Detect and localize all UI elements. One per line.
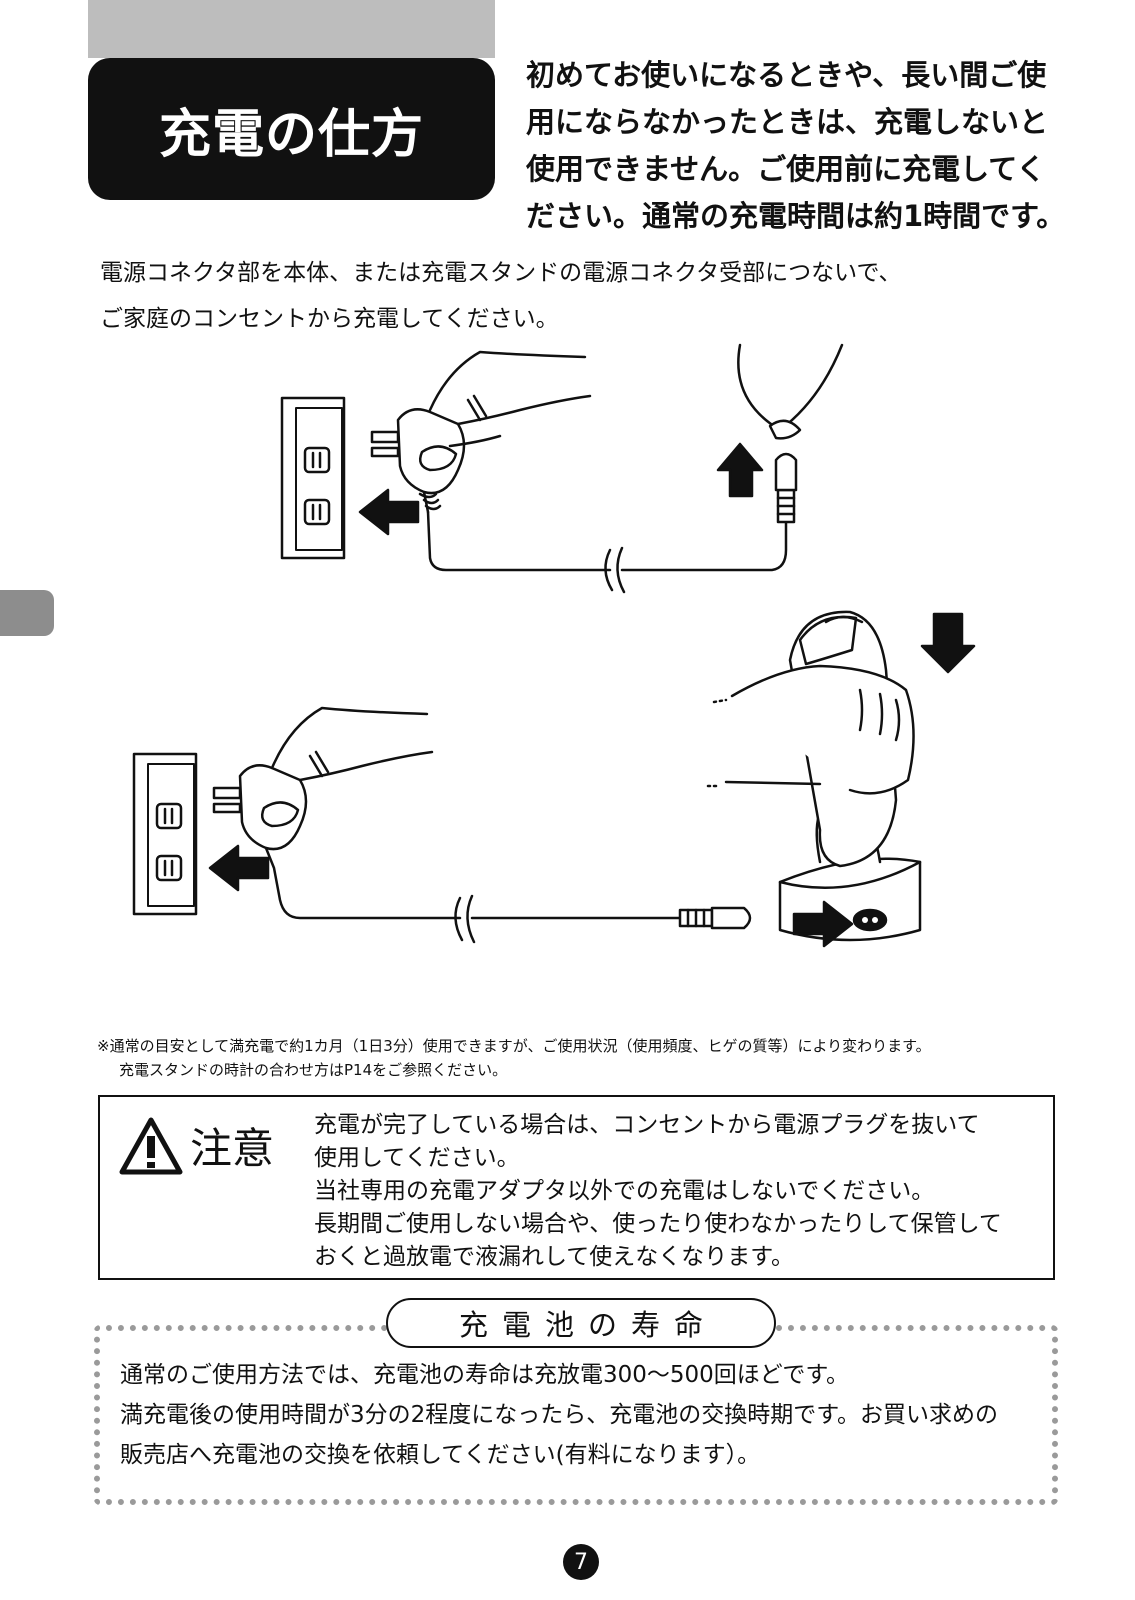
instruction-text: 電源コネクタ部を本体、または充電スタンドの電源コネクタ受部につないで、 ご家庭の… [100, 250, 1060, 342]
arrow-left-icon [358, 488, 420, 536]
adapter-plug-bottom [212, 764, 682, 920]
intro-line: ださい。通常の充電時間は約1時間です。 [526, 199, 1066, 233]
wall-outlet-bottom [132, 752, 198, 916]
battery-life-text: 通常のご使用方法では、充電池の寿命は充放電300〜500回ほどです。 満充電後の… [120, 1355, 1040, 1475]
intro-line: 用にならなかったときは、充電しないと [526, 105, 1049, 139]
usage-note: ※通常の目安として満充電で約1カ月（1日3分）使用できますが、ご使用状況（使用頻… [97, 1034, 1077, 1082]
chapter-side-tab [0, 590, 54, 636]
page-title: 充電の仕方 [158, 104, 424, 165]
warning-triangle-icon [119, 1117, 183, 1174]
arrow-right-icon [792, 900, 854, 948]
header-decoration-bar [88, 0, 495, 58]
battery-line: 通常のご使用方法では、充電池の寿命は充放電300〜500回ほどです。 [120, 1362, 850, 1388]
intro-line: 使用できません。ご使用前に充電してく [526, 152, 1046, 186]
battery-line: 満充電後の使用時間が3分の2程度になったら、充電池の交換時期です。お買い求めの [120, 1402, 998, 1428]
power-cord-top [426, 510, 788, 572]
caution-header: 注意 [118, 1115, 274, 1176]
battery-line: 販売店へ充電池の交換を依頼してください(有料になります）。 [120, 1442, 761, 1468]
page-number: 7 [563, 1544, 599, 1580]
power-connector-top [774, 452, 798, 524]
arrow-up-icon [716, 442, 764, 498]
note-line: 充電スタンドの時計の合わせ方はP14をご参照ください。 [119, 1061, 508, 1079]
caution-text: 充電が完了している場合は、コンセントから電源プラグを抜いて 使用してください。 … [314, 1109, 1044, 1274]
intro-text: 初めてお使いになるときや、長い間ご使 用にならなかったときは、充電しないと 使用… [526, 52, 1086, 240]
intro-line: 初めてお使いになるときや、長い間ご使 [526, 58, 1047, 92]
caution-line: 使用してください。 [314, 1145, 520, 1171]
note-line: ※通常の目安として満充電で約1カ月（1日3分）使用できますが、ご使用状況（使用頻… [97, 1037, 931, 1055]
caution-line: 長期間ご使用しない場合や、使ったり使わなかったりして保管して [314, 1211, 1002, 1237]
shaver-bottom-top [737, 343, 844, 432]
caution-line: 当社専用の充電アダプタ以外での充電はしないでください。 [314, 1178, 935, 1204]
battery-life-title: 充電池の寿命 [386, 1298, 776, 1348]
arrow-down-icon [920, 612, 976, 674]
instruction-line: 電源コネクタ部を本体、または充電スタンドの電源コネクタ受部につないで、 [100, 260, 902, 286]
wall-outlet-top [280, 396, 346, 560]
instruction-line: ご家庭のコンセントから充電してください。 [100, 306, 559, 332]
caution-line: おくと過放電で液漏れして使えなくなります。 [314, 1244, 795, 1270]
hand-bottom [261, 706, 434, 828]
caution-label: 注意 [190, 1124, 275, 1173]
arrow-left-icon [208, 844, 270, 892]
section-title-box: 充電の仕方 [88, 58, 495, 200]
caution-box: 注意 充電が完了している場合は、コンセントから電源プラグを抜いて 使用してくださ… [98, 1095, 1055, 1280]
caution-line: 充電が完了している場合は、コンセントから電源プラグを抜いて [314, 1112, 980, 1138]
charging-illustration [132, 343, 976, 948]
hand-top [419, 350, 592, 472]
power-connector-bottom [678, 906, 752, 930]
hand-holding-shaver [724, 664, 915, 795]
